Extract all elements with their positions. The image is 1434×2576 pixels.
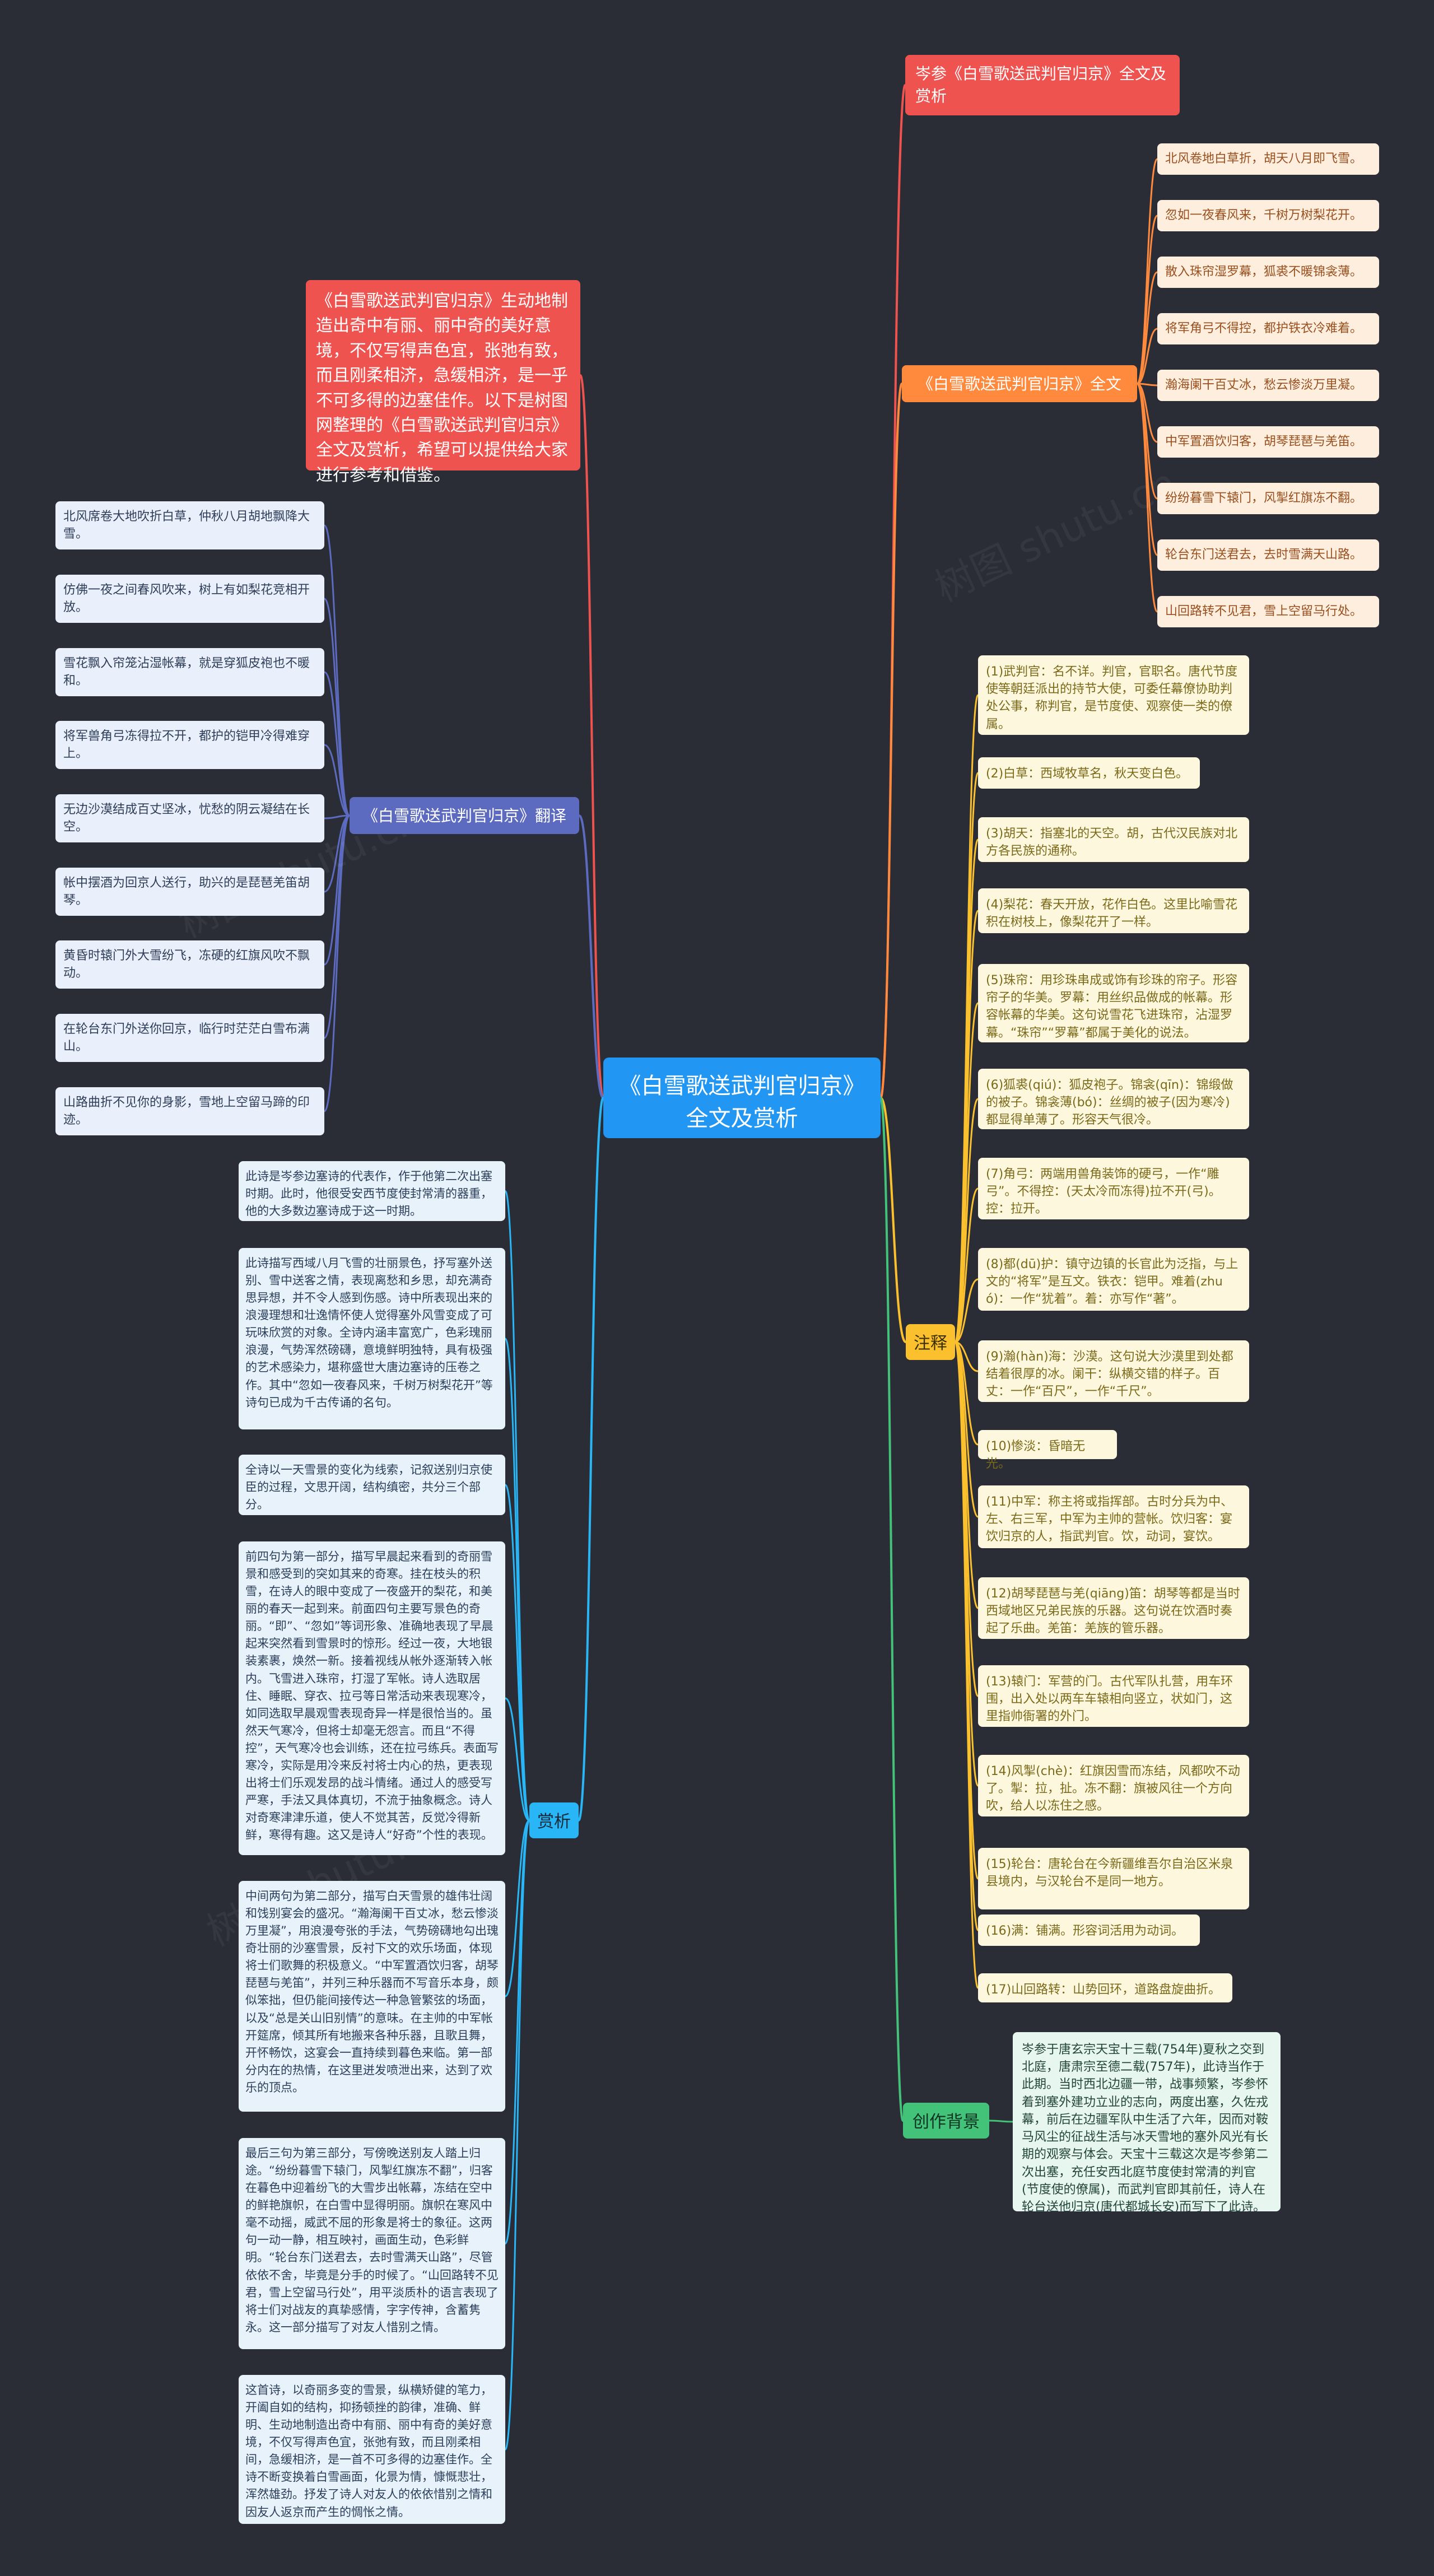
note-item[interactable]: (5)珠帘：用珍珠串成或饰有珍珠的帘子。形容帘子的华美。罗幕：用丝织品做成的帐幕… (978, 964, 1249, 1042)
translation-item[interactable]: 在轮台东门外送你回京，临行时茫茫白雪布满山。 (55, 1014, 324, 1062)
poem-line[interactable]: 轮台东门送君去，去时雪满天山路。 (1157, 539, 1379, 571)
note-item[interactable]: (13)辕门：军营的门。古代军队扎营，用车环围，出入处以两车车辕相向竖立，状如门… (978, 1665, 1249, 1727)
connector-line (1137, 328, 1158, 385)
note-item[interactable]: (12)胡琴琵琶与羌(qiāng)笛：胡琴等都是当时西域地区兄弟民族的乐器。这句… (978, 1577, 1249, 1639)
connector-line (578, 814, 604, 1099)
connector-line (504, 1190, 530, 1822)
connector-line (1136, 158, 1158, 385)
connector-line (955, 1187, 979, 1343)
connector-line (323, 814, 351, 1112)
connector-line (324, 671, 350, 817)
connector-line (955, 1278, 979, 1343)
translation-item[interactable]: 帐中摆酒为回京人送行，助兴的是琵琶羌笛胡琴。 (55, 868, 324, 916)
poem-line[interactable]: 瀚海阑干百丈冰，愁云惨淡万里凝。 (1157, 370, 1379, 401)
translation-item[interactable]: 雪花飘入帘笼沾湿帐幕，就是穿狐皮袍也不暖和。 (55, 648, 324, 696)
note-item[interactable]: (17)山回路转：山势回环，道路盘旋曲折。 (978, 1973, 1232, 2002)
poem-line[interactable]: 纷纷暮雪下辕门，风掣红旗冻不翻。 (1157, 483, 1379, 514)
appreciation-item[interactable]: 这首诗，以奇丽多变的雪景，纵横矫健的笔力，开阖自如的结构，抑扬顿挫的韵律，准确、… (239, 2375, 505, 2524)
connector-line (323, 524, 351, 817)
author-title-node[interactable]: 岑参《白雪歌送武判官归京》全文及赏析 (905, 55, 1180, 115)
appreciation-item[interactable]: 前四句为第一部分，描写早晨起来看到的奇丽雪景和感受到的突如其来的奇寒。挂在枝头的… (239, 1541, 505, 1855)
connector-line (579, 374, 604, 1099)
appreciation-item[interactable]: 此诗是岑参边塞诗的代表作，作于他第二次出塞时期。此时，他很受安西节度使封常清的器… (239, 1161, 505, 1221)
translation-item[interactable]: 仿佛一夜之间春风吹来，树上有如梨花竞相开放。 (55, 575, 324, 623)
translation-item[interactable]: 黄昏时辕门外大雪纷飞，冻硬的红旗风吹不飘动。 (55, 940, 324, 989)
connector-line (578, 1097, 604, 1822)
note-item[interactable]: (6)狐裘(qiú)：狐皮袍子。锦衾(qīn)：锦缎做的被子。锦衾薄(bó)：丝… (978, 1069, 1249, 1129)
connector-line (955, 1341, 979, 1372)
connector-line (879, 1097, 904, 2122)
connector-line (504, 1484, 530, 1822)
connector-line (955, 1341, 979, 1446)
connector-line (1136, 383, 1158, 613)
notes-branch[interactable]: 注释 (906, 1324, 955, 1360)
root-topic[interactable]: 《白雪歌送武判官归京》全文及赏析 (603, 1058, 881, 1138)
connector-line (504, 1819, 530, 1997)
translation-item[interactable]: 无边沙漠结成百丈坚冰，忧愁的阴云凝结在长空。 (55, 794, 324, 842)
appreciation-item[interactable]: 全诗以一天雪景的变化为线索，记叙送别归京使臣的过程，文思开阔，结构缜密，共分三个… (239, 1455, 505, 1515)
connector-line (504, 1819, 530, 2451)
poem-line[interactable]: 北风卷地白草折，胡天八月即飞雪。 (1157, 143, 1379, 175)
poem-line[interactable]: 忽如一夜春风来，千树万树梨花开。 (1157, 200, 1379, 231)
note-item[interactable]: (3)胡天：指塞北的天空。胡，古代汉民族对北方各民族的通称。 (978, 817, 1249, 862)
fulltext-branch[interactable]: 《白雪歌送武判官归京》全文 (902, 365, 1137, 402)
summary-node[interactable]: 《白雪歌送武判官归京》生动地制造出奇中有丽、丽中奇的美好意境，不仅写得声色宜，张… (306, 280, 580, 485)
appreciation-item[interactable]: 中间两句为第二部分，描写白天雪景的雄伟壮阔和饯别宴会的盛况。“瀚海阑干百丈冰，愁… (239, 1881, 505, 2112)
connector-line (879, 383, 903, 1099)
translation-item[interactable]: 将军兽角弓冻得拉不开，都护的铠甲冷得难穿上。 (55, 721, 324, 769)
note-item[interactable]: (1)武判官：名不详。判官，官职名。唐代节度使等朝廷派出的持节大使，可委任幕僚协… (978, 655, 1249, 735)
background-branch[interactable]: 创作背景 (903, 2103, 989, 2139)
translation-branch[interactable]: 《白雪歌送武判官归京》翻译 (350, 797, 579, 834)
note-item[interactable]: (2)白草：西域牧草名，秋天变白色。 (978, 757, 1200, 789)
note-item[interactable]: (11)中军：称主将或指挥部。古时分兵为中、左、右三军，中军为主帅的营帐。饮归客… (978, 1485, 1249, 1548)
poem-line[interactable]: 将军角弓不得控，都护铁衣冷难着。 (1157, 313, 1379, 344)
note-item[interactable]: (7)角弓：两端用兽角装饰的硬弓，一作“雕弓”。不得控：(天太冷而冻得)拉不开(… (978, 1158, 1249, 1219)
connector-line (324, 814, 350, 819)
connector-line (879, 1097, 907, 1343)
connector-line (324, 814, 350, 893)
appreciation-item[interactable]: 此诗描写西域八月飞雪的壮丽景色，抒写塞外送别、雪中送客之情，表现离愁和乡思，却充… (239, 1248, 505, 1429)
connector-line (505, 1697, 530, 1822)
connector-line (504, 1338, 530, 1822)
connector-line (954, 1341, 979, 1989)
poem-line[interactable]: 中军置酒饮归客，胡琴琵琶与羌笛。 (1157, 426, 1379, 458)
note-item[interactable]: (4)梨花：春天开放，花作白色。这里比喻雪花积在树枝上，像梨花开了一样。 (978, 888, 1249, 933)
note-item[interactable]: (15)轮台：唐轮台在今新疆维吾尔自治区米泉县境内，与汉轮台不是同一地方。 (978, 1848, 1249, 1909)
background-text[interactable]: 岑参于唐玄宗天宝十三载(754年)夏秋之交到北庭，唐肃宗至德二载(757年)，此… (1013, 2032, 1281, 2214)
connector-line (323, 598, 351, 817)
note-item[interactable]: (16)满：铺满。形容词活用为动词。 (978, 1914, 1200, 1946)
translation-item[interactable]: 山路曲折不见你的身影，雪地上空留马蹄的印迹。 (55, 1087, 324, 1135)
appreciation-item[interactable]: 最后三句为第三部分，写傍晚送别友人踏上归途。“纷纷暮雪下辕门，风掣红旗冻不翻”，… (239, 2138, 505, 2349)
connector-line (1137, 271, 1158, 385)
connector-line (954, 1098, 979, 1343)
note-item[interactable]: (9)瀚(hàn)海：沙漠。这句说大沙漠里到处都结着很厚的冰。阑干：纵横交错的样… (978, 1340, 1249, 1402)
appreciation-branch[interactable]: 赏析 (529, 1802, 579, 1838)
connector-line (504, 1819, 530, 2244)
note-item[interactable]: (10)惨淡：昏暗无光。 (978, 1430, 1117, 1471)
connector-line (989, 2120, 1013, 2123)
translation-item[interactable]: 北风席卷大地吹折白草，仲秋八月胡地飘降大雪。 (55, 501, 324, 549)
note-item[interactable]: (14)风掣(chè)：红旗因雪而冻结，风都吹不动了。掣：拉，扯。冻不翻：旗被风… (978, 1755, 1249, 1816)
poem-line[interactable]: 山回路转不见君，雪上空留马行处。 (1157, 596, 1379, 627)
poem-line[interactable]: 散入珠帘湿罗幕，狐裘不暖锦衾薄。 (1157, 257, 1379, 288)
note-item[interactable]: (8)都(dū)护：镇守边镇的长官此为泛指，与上文的“将军”是互文。铁衣：铠甲。… (978, 1248, 1249, 1311)
connector-line (954, 1341, 979, 1787)
connector-line (324, 744, 350, 817)
